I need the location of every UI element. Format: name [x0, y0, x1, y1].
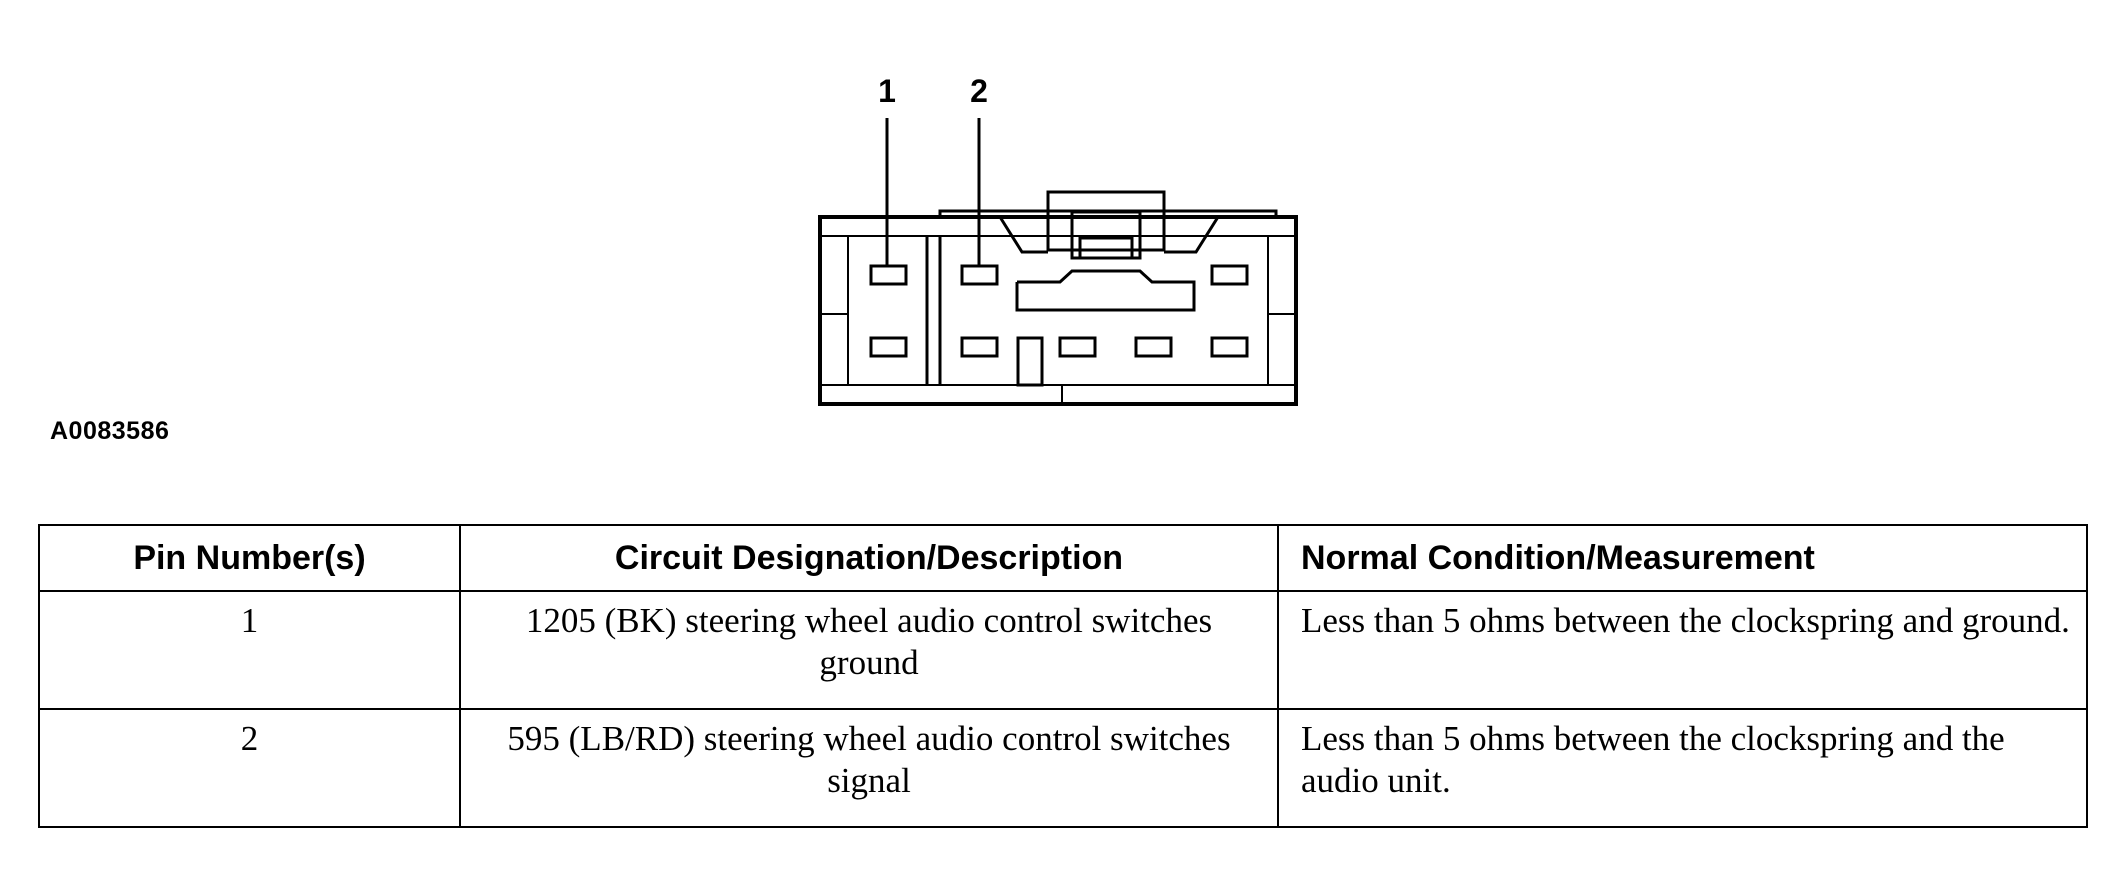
- pin-cavity: [869, 264, 908, 286]
- pin-cavity: [1210, 264, 1249, 286]
- pin-cavity: [1134, 336, 1173, 358]
- pin-cavity: [960, 264, 999, 286]
- latch-outer: [1046, 190, 1166, 252]
- header-circuit: Circuit Designation/Description: [459, 524, 1279, 592]
- pin-cavity: [1210, 336, 1249, 358]
- table-row: 1 1205 (BK) steering wheel audio control…: [38, 590, 2088, 710]
- table-row: 2 595 (LB/RD) steering wheel audio contr…: [38, 708, 2088, 828]
- pin-1-label: 1: [878, 73, 896, 109]
- header-pin-number: Pin Number(s): [38, 524, 461, 592]
- pin-cavity: [960, 336, 999, 358]
- pin-cell: 1: [38, 590, 461, 710]
- header-condition: Normal Condition/Measurement: [1277, 524, 2088, 592]
- center-key: [1015, 269, 1196, 312]
- figure-id: A0083586: [50, 417, 170, 445]
- pin-cell: 2: [38, 708, 461, 828]
- inner-shoulder-left: [940, 215, 1048, 254]
- connector-diagram: 1 2: [818, 73, 1298, 406]
- pin-table: Pin Number(s) Circuit Designation/Descri…: [38, 524, 2088, 828]
- pin-2-label: 2: [970, 73, 988, 109]
- latch-window: [1078, 236, 1134, 260]
- pin-cavity: [1058, 336, 1097, 358]
- connector-housing: [818, 215, 1298, 406]
- inner-shoulder-right: [1164, 215, 1276, 254]
- circuit-cell: 595 (LB/RD) steering wheel audio control…: [459, 708, 1279, 828]
- condition-cell: Less than 5 ohms between the clockspring…: [1277, 708, 2088, 828]
- condition-cell: Less than 5 ohms between the clockspring…: [1277, 590, 2088, 710]
- post: [1016, 336, 1044, 387]
- pin-cavity: [869, 336, 908, 358]
- circuit-cell: 1205 (BK) steering wheel audio control s…: [459, 590, 1279, 710]
- table-header-row: Pin Number(s) Circuit Designation/Descri…: [38, 524, 2088, 592]
